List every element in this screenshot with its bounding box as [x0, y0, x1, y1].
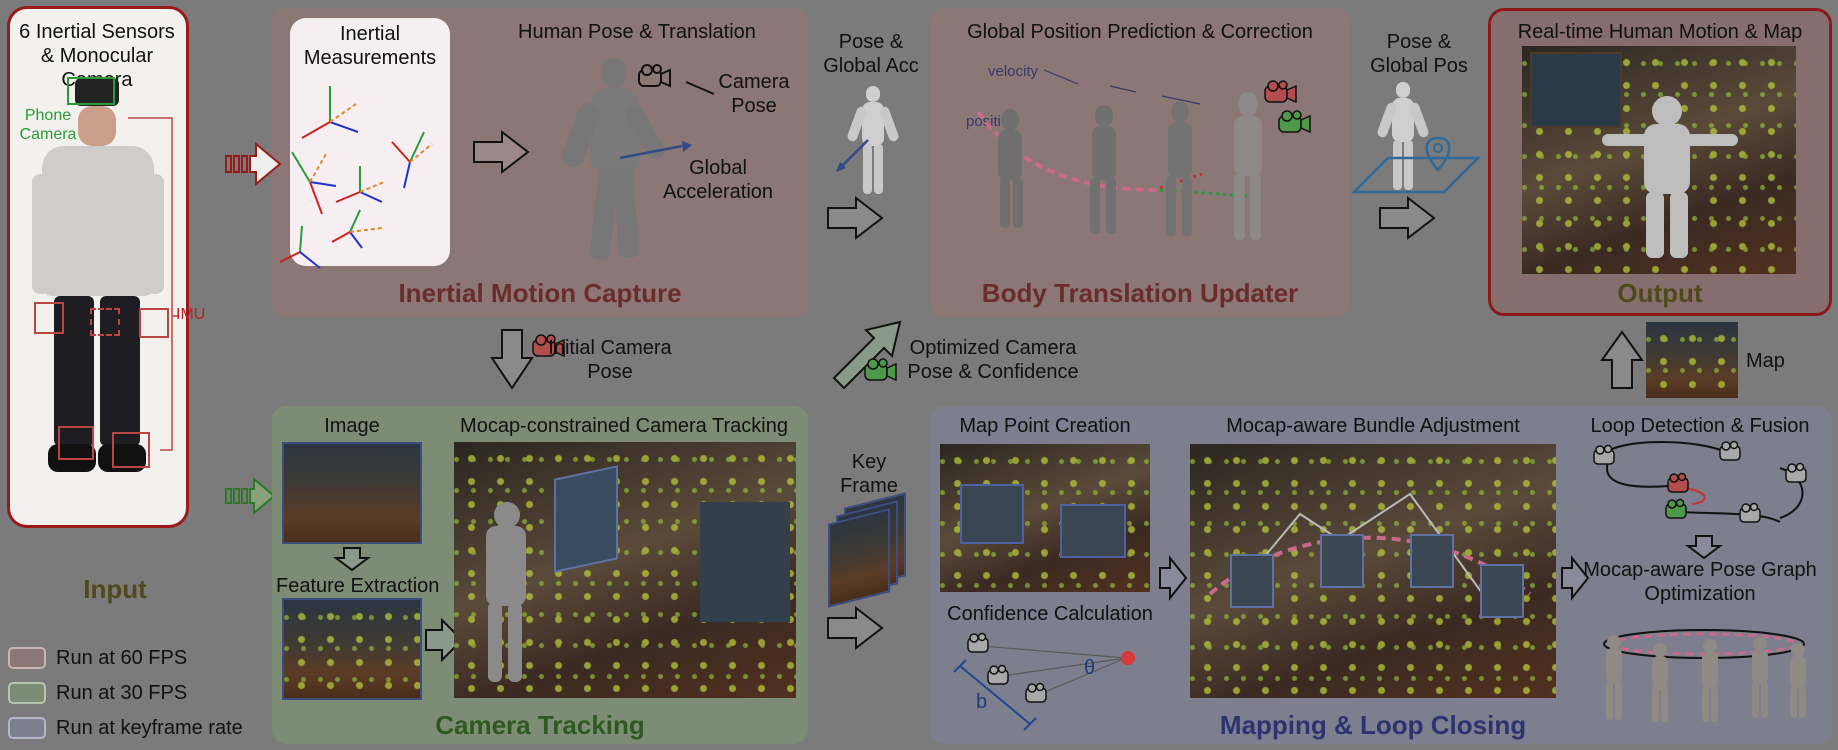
imu-marker [58, 426, 94, 460]
output-heading: Real-time Human Motion & Map [1517, 21, 1803, 43]
legend-label-60fps: Run at 60 FPS [56, 647, 188, 669]
arrow-down-icon [1685, 535, 1723, 560]
feature-image [282, 598, 422, 700]
confidence-diagram [953, 632, 1135, 731]
small-human-figure [846, 86, 900, 196]
imu-axes-icons [279, 86, 433, 269]
camera-tracking-heading: Mocap-constrained Camera Tracking [460, 415, 788, 437]
camera-tracking-title: Camera Tracking [435, 710, 645, 740]
pose-global-pos-label: Pose & Global Pos [1370, 31, 1468, 77]
loop-detection-label: Loop Detection & Fusion [1590, 415, 1810, 437]
key-frame-label: Key Frame [840, 451, 898, 497]
tracking-render [454, 442, 796, 698]
camera-pose-label: Camera Pose [718, 71, 790, 117]
legend-swatch-30fps [8, 682, 46, 704]
phone-camera-label: Phone Camera [19, 107, 77, 143]
initial-camera-pose-label: Initial Camera Pose [548, 337, 672, 383]
bundle-adjustment-render [1190, 444, 1556, 698]
arrow-right-icon [473, 129, 530, 175]
small-human-figure [1376, 82, 1430, 192]
imu-label: IMU [176, 306, 206, 323]
position-prediction-label: Global Position Prediction & Correction [967, 21, 1313, 43]
arrow-right-icon [425, 617, 464, 663]
translation-title: Body Translation Updater [981, 278, 1299, 308]
inertial-title: Inertial Motion Capture [398, 278, 682, 308]
arrow-right-icon [1379, 195, 1436, 241]
imu-marker [90, 308, 120, 336]
legend-label-30fps: Run at 30 FPS [56, 682, 188, 704]
camera-icon-red [532, 334, 565, 358]
output-render [1522, 46, 1796, 274]
arrow-down-icon [490, 329, 534, 390]
camera-icon-green [1278, 110, 1311, 134]
camera-icon-red [1264, 80, 1297, 104]
phone-camera-marker [67, 77, 115, 105]
confidence-calculation-label: Confidence Calculation [947, 603, 1153, 625]
map-location-icon [1350, 136, 1482, 194]
global-acceleration-label: Global Acceleration [662, 157, 774, 203]
map-thumbnail [1646, 322, 1738, 398]
velocity-label: velocity [988, 63, 1039, 80]
arrow-down-icon [333, 547, 371, 572]
image-label: Image [324, 415, 380, 437]
keyframe-stack [824, 492, 914, 612]
feature-extraction-label: Feature Extraction [276, 575, 440, 597]
legend-swatch-keyframe [8, 717, 46, 739]
pose-graph-label: Mocap-aware Pose Graph Optimization [1583, 559, 1817, 605]
map-point-image [940, 444, 1150, 592]
imu-marker [34, 302, 64, 334]
imu-marker [139, 308, 169, 338]
camera-icon-green [864, 358, 897, 382]
input-to-camera-arrow [225, 476, 276, 516]
theta-label: θ [1084, 657, 1096, 679]
b-label: b [976, 691, 988, 713]
input-to-inertial-arrow [225, 141, 282, 187]
legend-swatch-60fps [8, 647, 46, 669]
global-acc-arrow [836, 139, 869, 172]
pose-graph-figures [1603, 629, 1806, 722]
arrow-right-icon [827, 195, 884, 241]
inertial-measurements-label: Inertial Measurements [303, 23, 437, 69]
pose-translation-label: Human Pose & Translation [518, 21, 756, 43]
map-label: Map [1746, 350, 1785, 372]
optimized-camera-label: Optimized Camera Pose & Confidence [907, 337, 1079, 383]
loop-graph-diagram [1593, 440, 1807, 523]
camera-icon [638, 64, 671, 88]
legend-label-keyframe: Run at keyframe rate [56, 717, 243, 739]
camera-pose-leader [685, 81, 715, 95]
arrow-right-icon [827, 605, 884, 651]
arrow-right-icon [1561, 555, 1590, 601]
arrow-up-icon [1600, 330, 1644, 389]
map-point-creation-label: Map Point Creation [959, 415, 1131, 437]
imu-marker [112, 432, 150, 468]
global-acceleration-arrow [619, 141, 692, 160]
input-title: Input [83, 574, 147, 604]
trajectory-diagram [976, 69, 1262, 240]
bundle-adjustment-label: Mocap-aware Bundle Adjustment [1226, 415, 1520, 437]
pose-global-acc-label: Pose & Global Acc [823, 31, 919, 77]
arrow-diagonal-icon [832, 320, 902, 390]
input-image [282, 442, 422, 544]
mapping-title: Mapping & Loop Closing [1219, 710, 1527, 740]
arrow-right-icon [1159, 555, 1188, 601]
output-title: Output [1617, 278, 1703, 308]
inertial-measurements-box [290, 18, 450, 266]
